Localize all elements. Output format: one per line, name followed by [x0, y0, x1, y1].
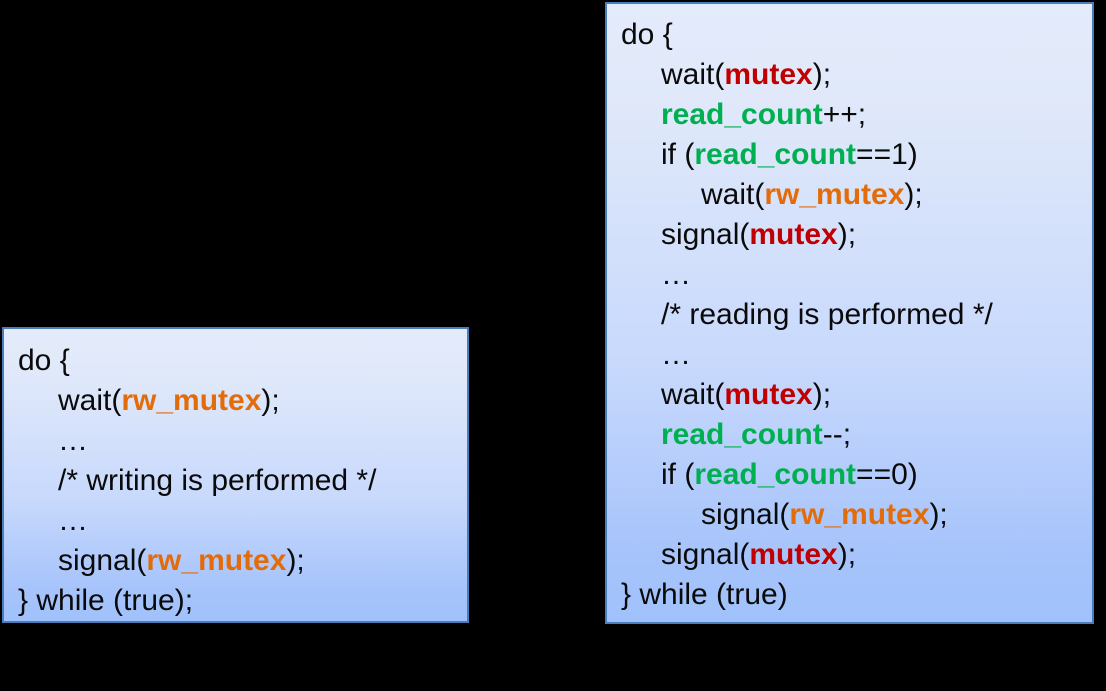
code-line: wait(mutex);	[621, 55, 1092, 95]
code-token-plain: …	[661, 258, 691, 291]
code-line: /* reading is performed */	[621, 295, 1092, 335]
code-line: wait(mutex);	[621, 375, 1092, 415]
code-line: wait(rw_mutex);	[621, 175, 1092, 215]
code-line: signal(rw_mutex);	[621, 495, 1092, 535]
code-token-mutex: mutex	[749, 538, 838, 571]
code-token-plain: …	[58, 504, 88, 537]
code-token-plain: signal(	[661, 218, 750, 251]
code-token-rw: rw_mutex	[789, 498, 930, 531]
code-token-plain: );	[812, 58, 832, 91]
code-token-plain: if (	[661, 138, 695, 171]
code-token-mutex: mutex	[724, 58, 813, 91]
code-token-plain: );	[904, 178, 923, 211]
code-token-plain: ==1)	[856, 138, 918, 171]
code-token-plain: wait(	[58, 384, 122, 417]
code-line: …	[621, 335, 1092, 375]
code-token-plain: );	[261, 384, 280, 417]
code-line: signal(rw_mutex);	[18, 541, 467, 581]
code-line: …	[621, 255, 1092, 295]
code-token-plain: );	[837, 218, 857, 251]
code-token-mutex: mutex	[749, 218, 838, 251]
code-line: do {	[18, 341, 467, 381]
code-line: read_count--;	[621, 415, 1092, 455]
code-line: signal(mutex);	[621, 535, 1092, 575]
writer-code-lines: do {wait(rw_mutex);…/* writing is perfor…	[4, 329, 467, 621]
reader-code-lines: do {wait(mutex);read_count++;if (read_co…	[607, 4, 1092, 615]
code-token-readcount: read_count	[661, 418, 823, 451]
code-token-plain: wait(	[661, 58, 725, 91]
code-token-plain: ==0)	[856, 458, 918, 491]
code-token-plain: /* reading is performed */	[661, 298, 993, 331]
code-token-plain: signal(	[58, 544, 147, 577]
code-token-mutex: mutex	[724, 378, 813, 411]
code-token-plain: );	[837, 538, 857, 571]
code-token-plain: } while (true)	[621, 578, 788, 611]
code-line: } while (true)	[621, 575, 1092, 615]
code-token-rw: rw_mutex	[764, 178, 905, 211]
code-token-plain: …	[661, 338, 691, 371]
code-token-plain: signal(	[701, 498, 790, 531]
code-line: /* writing is performed */	[18, 461, 467, 501]
code-token-plain: --;	[822, 418, 852, 451]
reader-process-code-box: do {wait(mutex);read_count++;if (read_co…	[605, 2, 1094, 624]
code-token-rw: rw_mutex	[146, 544, 287, 577]
code-token-plain: );	[929, 498, 948, 531]
code-token-plain: /* writing is performed */	[58, 464, 377, 497]
code-token-readcount: read_count	[694, 458, 857, 491]
code-token-plain: wait(	[661, 378, 725, 411]
code-token-plain: } while (true);	[18, 584, 194, 617]
code-line: if (read_count==0)	[621, 455, 1092, 495]
code-token-plain: do {	[18, 344, 70, 377]
code-token-plain: ++;	[822, 98, 867, 131]
code-token-rw: rw_mutex	[121, 384, 262, 417]
code-line: read_count++;	[621, 95, 1092, 135]
code-token-plain: do {	[621, 18, 673, 51]
code-token-plain: if (	[661, 458, 695, 491]
code-token-plain: wait(	[701, 178, 765, 211]
code-token-readcount: read_count	[661, 98, 823, 131]
code-line: …	[18, 501, 467, 541]
code-line: if (read_count==1)	[621, 135, 1092, 175]
code-line: wait(rw_mutex);	[18, 381, 467, 421]
code-line: } while (true);	[18, 581, 467, 621]
code-line: …	[18, 421, 467, 461]
code-token-readcount: read_count	[694, 138, 857, 171]
code-token-plain: signal(	[661, 538, 750, 571]
code-token-plain: );	[812, 378, 832, 411]
code-line: do {	[621, 15, 1092, 55]
code-line: signal(mutex);	[621, 215, 1092, 255]
code-token-plain: );	[286, 544, 305, 577]
writer-process-code-box: do {wait(rw_mutex);…/* writing is perfor…	[2, 327, 469, 623]
code-token-plain: …	[58, 424, 88, 457]
